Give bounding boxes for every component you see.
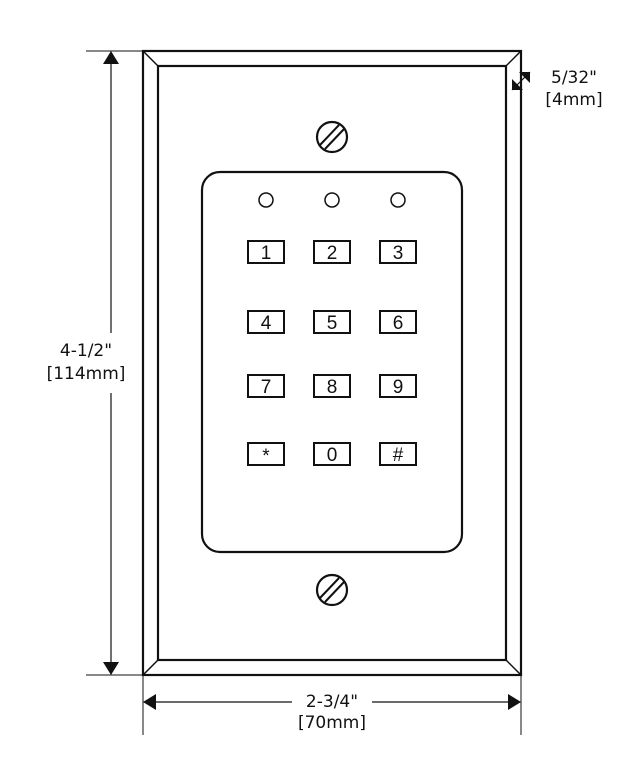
arrow-diagonal-icon xyxy=(519,72,530,83)
keypad-key[interactable]: 1 xyxy=(247,240,285,264)
keypad-key[interactable]: 6 xyxy=(379,310,417,334)
key-label: 2 xyxy=(327,243,338,264)
height-imperial-label: 4-1/2" xyxy=(60,341,112,361)
key-label: 3 xyxy=(393,243,404,264)
key-label: * xyxy=(262,446,270,467)
screw-slot xyxy=(319,577,340,599)
led-indicator-icon xyxy=(324,192,340,208)
key-label: 8 xyxy=(327,377,338,398)
key-label: 0 xyxy=(327,445,338,466)
keypad-key[interactable]: # xyxy=(379,442,417,466)
key-button[interactable] xyxy=(313,310,351,334)
bevel-imperial-label: 5/32" xyxy=(551,68,597,88)
key-button[interactable] xyxy=(247,374,285,398)
key-button[interactable] xyxy=(313,374,351,398)
screw-slot xyxy=(324,128,345,150)
key-button[interactable] xyxy=(379,240,417,264)
keypad-key[interactable]: * xyxy=(247,442,285,467)
height-metric-label: [114mm] xyxy=(47,364,126,384)
keypad-key[interactable]: 5 xyxy=(313,310,351,334)
width-metric-label: [70mm] xyxy=(298,713,366,733)
key-label: 5 xyxy=(327,313,338,334)
arrow-left-icon xyxy=(143,694,156,710)
slotted-screw-icon xyxy=(315,120,349,154)
keypad-grid: 1 2 3 4 5 6 7 8 xyxy=(247,240,417,467)
key-button[interactable] xyxy=(379,442,417,466)
key-button[interactable] xyxy=(247,442,285,466)
key-label: 1 xyxy=(261,243,272,264)
faceplate-inner-edge xyxy=(156,64,508,662)
keypad-key[interactable]: 7 xyxy=(247,374,285,398)
key-button[interactable] xyxy=(247,240,285,264)
key-button[interactable] xyxy=(313,240,351,264)
height-dimension: 4-1/2" [114mm] xyxy=(47,50,143,676)
keypad-key[interactable]: 2 xyxy=(313,240,351,264)
bevel-corner-line xyxy=(142,50,159,67)
screw-top xyxy=(315,120,349,154)
screw-bottom xyxy=(315,573,349,607)
keypad-panel xyxy=(200,170,464,554)
key-button[interactable] xyxy=(247,310,285,334)
arrow-down-icon xyxy=(103,662,119,675)
key-label: 6 xyxy=(393,313,404,334)
bevel-corner-line xyxy=(142,659,159,676)
key-label: 7 xyxy=(261,377,272,398)
key-button[interactable] xyxy=(379,310,417,334)
arrow-right-icon xyxy=(508,694,521,710)
led-indicator-row xyxy=(258,192,406,208)
keypad-key[interactable]: 3 xyxy=(379,240,417,264)
arrow-diagonal-icon xyxy=(512,79,523,90)
key-label: 4 xyxy=(261,313,272,334)
slotted-screw-icon xyxy=(315,573,349,607)
key-button[interactable] xyxy=(379,374,417,398)
width-dimension: 2-3/4" [70mm] xyxy=(142,675,522,735)
keypad-key[interactable]: 4 xyxy=(247,310,285,334)
faceplate-outer-edge xyxy=(141,49,523,677)
screw-slot xyxy=(319,124,340,146)
led-indicator-icon xyxy=(258,192,274,208)
bevel-dimension: 5/32" [4mm] xyxy=(511,68,603,110)
bevel-corner-line xyxy=(505,659,522,676)
width-imperial-label: 2-3/4" xyxy=(306,692,358,712)
key-label: 9 xyxy=(393,377,404,398)
keypad-key[interactable]: 9 xyxy=(379,374,417,398)
keypad-key[interactable]: 8 xyxy=(313,374,351,398)
key-button[interactable] xyxy=(313,442,351,466)
bevel-metric-label: [4mm] xyxy=(545,90,602,110)
led-indicator-icon xyxy=(390,192,406,208)
keypad-key[interactable]: 0 xyxy=(313,442,351,466)
arrow-up-icon xyxy=(103,51,119,64)
faceplate xyxy=(141,49,523,677)
bevel-corner-line xyxy=(505,50,522,67)
screw-slot xyxy=(324,581,345,603)
key-label: # xyxy=(393,445,404,466)
